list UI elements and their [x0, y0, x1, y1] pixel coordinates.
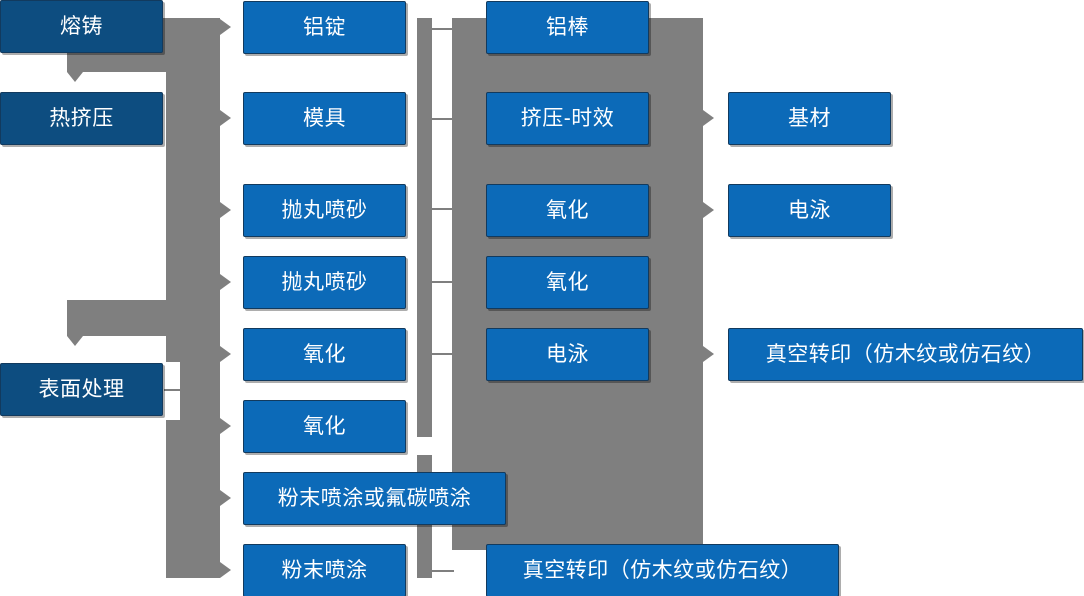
node-氧化-c3-2[interactable]: 氧化: [486, 256, 649, 309]
arrow-to-真空转印-c4: [703, 346, 714, 362]
node-label: 氧化: [546, 198, 589, 222]
node-电泳-c3[interactable]: 电泳: [486, 328, 649, 381]
node-label: 抛丸喷砂: [281, 198, 368, 222]
link-表面处理-to-band: [164, 389, 186, 391]
arrow-to-抛丸喷砂-2: [220, 274, 231, 290]
rung-5: [432, 353, 454, 355]
node-熔铸[interactable]: 熔铸: [0, 0, 163, 53]
node-真空转印-c4[interactable]: 真空转印（仿木纹或仿石纹）: [728, 328, 1083, 381]
node-粉末喷涂或氟碳喷涂[interactable]: 粉末喷涂或氟碳喷涂: [243, 472, 506, 525]
rung-1: [432, 28, 454, 30]
node-label: 真空转印（仿木纹或仿石纹）: [765, 342, 1046, 366]
node-label: 粉末喷涂: [281, 558, 368, 582]
node-电泳-c4[interactable]: 电泳: [728, 184, 891, 237]
node-氧化-c2-2[interactable]: 氧化: [243, 400, 406, 453]
node-热挤压[interactable]: 热挤压: [0, 92, 163, 145]
connector-band-left-notch: [166, 362, 180, 420]
connector-stub-表面处理: [67, 300, 166, 336]
arrow-down-to-表面处理: [67, 336, 83, 346]
node-label: 氧化: [546, 270, 589, 294]
arrow-to-粉末喷涂或氟碳喷涂: [220, 490, 231, 506]
node-label: 铝棒: [546, 15, 589, 39]
node-氧化-c2-1[interactable]: 氧化: [243, 328, 406, 381]
node-label: 表面处理: [38, 377, 125, 401]
node-label: 抛丸喷砂: [281, 270, 368, 294]
node-label: 挤压-时效: [520, 106, 615, 130]
arrow-to-氧化-c2-2: [220, 418, 231, 434]
node-抛丸喷砂-1[interactable]: 抛丸喷砂: [243, 184, 406, 237]
node-label: 模具: [303, 106, 346, 130]
arrow-to-基材: [703, 110, 714, 126]
arrow-to-抛丸喷砂-1: [220, 202, 231, 218]
node-label: 氧化: [303, 342, 346, 366]
node-label: 真空转印（仿木纹或仿石纹）: [522, 558, 803, 582]
node-氧化-c3-1[interactable]: 氧化: [486, 184, 649, 237]
rung-6: [432, 570, 454, 572]
node-label: 铝锭: [303, 15, 346, 39]
arrow-to-氧化-c2-1: [220, 346, 231, 362]
node-铝棒[interactable]: 铝棒: [486, 1, 649, 54]
rung-2: [432, 118, 454, 120]
node-真空转印-c3[interactable]: 真空转印（仿木纹或仿石纹）: [486, 544, 839, 596]
connector-band-mid-gap: [417, 437, 432, 455]
node-抛丸喷砂-2[interactable]: 抛丸喷砂: [243, 256, 406, 309]
node-label: 熔铸: [60, 14, 103, 38]
arrow-down-to-热挤压: [67, 72, 83, 82]
node-粉末喷涂[interactable]: 粉末喷涂: [243, 544, 406, 596]
arrow-to-铝锭: [220, 19, 231, 35]
rung-4: [432, 281, 454, 283]
node-铝锭[interactable]: 铝锭: [243, 1, 406, 54]
arrow-to-模具: [220, 110, 231, 126]
rung-3: [432, 208, 454, 210]
arrow-to-粉末喷涂: [220, 562, 231, 578]
node-label: 电泳: [788, 198, 831, 222]
node-label: 基材: [788, 106, 831, 130]
connector-band-left: [166, 18, 220, 578]
node-label: 氧化: [303, 414, 346, 438]
arrow-to-电泳-c4: [703, 202, 714, 218]
node-label: 电泳: [546, 342, 589, 366]
node-label: 热挤压: [49, 106, 114, 130]
node-基材[interactable]: 基材: [728, 92, 891, 145]
node-挤压-时效[interactable]: 挤压-时效: [486, 92, 649, 145]
node-模具[interactable]: 模具: [243, 92, 406, 145]
node-表面处理[interactable]: 表面处理: [0, 363, 163, 416]
node-label: 粉末喷涂或氟碳喷涂: [277, 486, 472, 510]
